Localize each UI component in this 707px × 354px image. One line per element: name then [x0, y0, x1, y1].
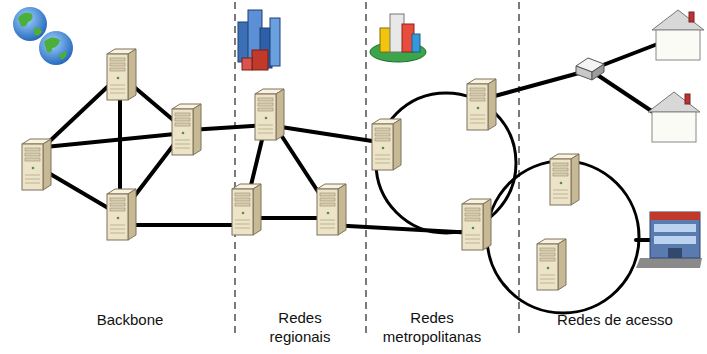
ring	[376, 93, 639, 313]
region-separator	[235, 2, 519, 335]
region-label: Redes de acesso	[557, 310, 673, 329]
network-link	[35, 40, 668, 240]
router-icon	[576, 58, 604, 80]
office-icon	[636, 212, 702, 268]
region-label: Backbone	[97, 310, 164, 329]
city-icon	[238, 10, 280, 70]
region-label: Redes metropolitanas	[370, 308, 495, 346]
metro-icon	[370, 14, 426, 62]
globe-icon	[13, 7, 73, 65]
region-label: Redes regionais	[260, 308, 340, 346]
house-icon	[648, 10, 704, 142]
server	[22, 49, 579, 290]
